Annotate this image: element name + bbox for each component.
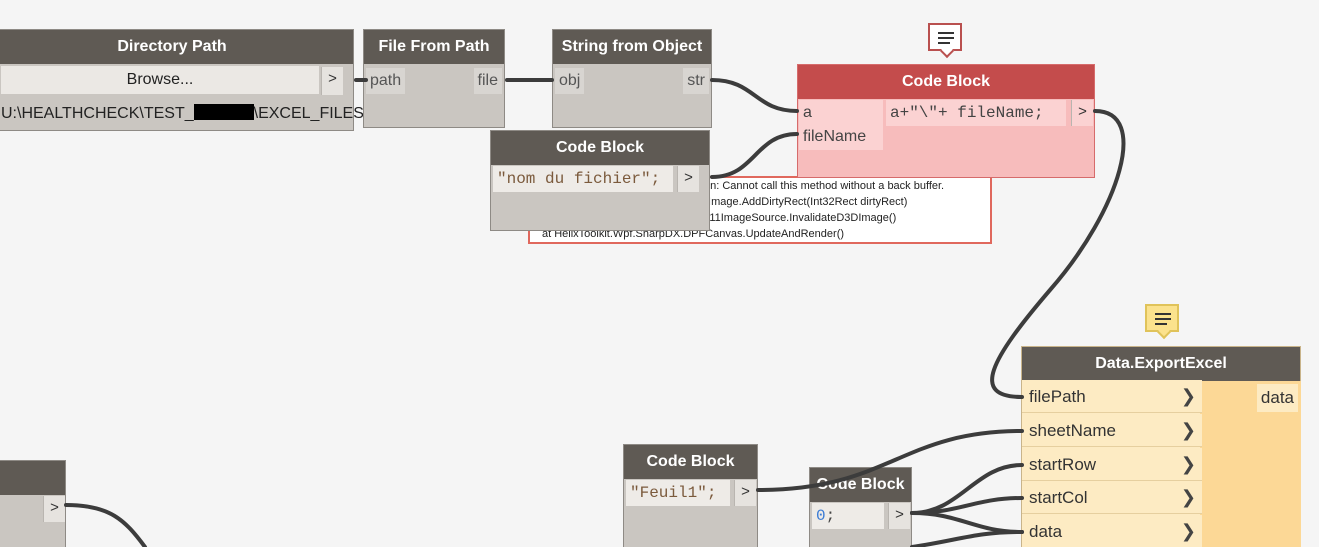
wire-nomfichier-to-filename	[710, 132, 799, 179]
data-label: data	[1029, 522, 1063, 541]
startcol-label: startCol	[1029, 488, 1088, 507]
error-line-3: X11ImageSource.InvalidateD3DImage()	[702, 212, 897, 224]
filename-input-port[interactable]: fileName	[799, 124, 883, 150]
wire-zero-to-startrow	[910, 463, 1024, 515]
wire-str-to-a	[710, 78, 799, 113]
filepath-chevron-icon: ❯	[1180, 386, 1196, 406]
string-from-object-node[interactable]: String from Object obj str	[552, 29, 712, 128]
sheetname-input-port[interactable]: sheetName ❯	[1022, 414, 1202, 447]
error-line-1: on: Cannot call this method without a ba…	[704, 180, 945, 192]
directory-path-output-port[interactable]: >	[321, 67, 343, 95]
code-block-error-code[interactable]: a+"\"+ fileName;	[886, 100, 1066, 126]
sheetname-chevron-icon: ❯	[1180, 420, 1196, 440]
number-literal: 0	[816, 507, 826, 525]
code-block-zero-title[interactable]: Code Block	[810, 468, 911, 502]
wire-zero-to-startcol	[910, 496, 1024, 515]
error-line-4: at HelixToolkit.Wpf.SharpDX.DPFCanvas.Up…	[542, 228, 845, 240]
startcol-input-port[interactable]: startCol ❯	[1022, 481, 1202, 514]
comment-bubble-icon[interactable]	[928, 23, 962, 59]
data-output-port[interactable]: data	[1256, 384, 1298, 412]
code-block-filename-node[interactable]: Code Block "nom du fichier"; >	[490, 130, 710, 231]
startcol-chevron-icon: ❯	[1180, 487, 1196, 507]
browse-button[interactable]: Browse...	[1, 66, 319, 94]
partial-left-output-port[interactable]: >	[43, 496, 65, 522]
code-block-filename-title[interactable]: Code Block	[491, 131, 709, 165]
file-output-port[interactable]: file	[473, 68, 502, 94]
path-input-port[interactable]: path	[366, 68, 406, 94]
startrow-label: startRow	[1029, 455, 1097, 474]
str-output-port[interactable]: str	[683, 68, 709, 94]
data-input-port[interactable]: data ❯	[1022, 515, 1202, 547]
partial-left-node-header[interactable]	[0, 461, 65, 495]
startrow-chevron-icon: ❯	[1180, 454, 1196, 474]
redacted-block	[193, 104, 254, 120]
code-block-error-node[interactable]: Code Block a fileName a+"\"+ fileName; >	[797, 64, 1095, 178]
code-block-sheet-node[interactable]: Code Block "Feuil1"; >	[623, 444, 758, 547]
sheetname-label: sheetName	[1029, 421, 1116, 440]
string-from-object-title[interactable]: String from Object	[553, 30, 711, 64]
code-block-filename-code[interactable]: "nom du fichier";	[493, 166, 673, 192]
directory-path-node[interactable]: Directory Path Browse... > U:\HEALTHCHEC…	[0, 29, 364, 131]
wire-left-partial-out	[64, 503, 147, 547]
code-block-zero-code[interactable]: 0;	[812, 503, 884, 529]
data-export-excel-title[interactable]: Data.ExportExcel	[1022, 347, 1300, 381]
filepath-label: filePath	[1029, 387, 1086, 406]
directory-path-prefix: U:\HEALTHCHECK\TEST_	[1, 105, 194, 122]
directory-path-suffix: \EXCEL_FILES	[253, 105, 364, 122]
code-block-sheet-title[interactable]: Code Block	[624, 445, 757, 479]
startrow-input-port[interactable]: startRow ❯	[1022, 448, 1202, 481]
file-from-path-title[interactable]: File From Path	[364, 30, 504, 64]
obj-input-port[interactable]: obj	[555, 68, 585, 94]
partial-left-node[interactable]: >	[0, 460, 66, 547]
wire-zero-to-data	[910, 511, 1024, 534]
directory-path-value: U:\HEALTHCHECK\TEST_ \EXCEL_FILES	[1, 100, 364, 128]
a-input-port[interactable]: a	[799, 100, 883, 126]
error-line-2: 3DImage.AddDirtyRect(Int32Rect dirtyRect…	[694, 196, 908, 208]
code-block-error-output-port[interactable]: >	[1071, 100, 1093, 126]
warning-note-icon[interactable]	[1145, 304, 1179, 340]
code-block-filename-output-port[interactable]: >	[677, 166, 699, 192]
code-block-sheet-code[interactable]: "Feuil1";	[626, 480, 730, 506]
code-block-zero-output-port[interactable]: >	[888, 503, 910, 529]
code-block-sheet-output-port[interactable]: >	[734, 480, 756, 506]
filepath-input-port[interactable]: filePath ❯	[1022, 380, 1202, 413]
wire-offscreen-to-data	[910, 530, 1024, 547]
code-block-error-title[interactable]: Code Block	[798, 65, 1094, 99]
file-from-path-node[interactable]: File From Path path file	[363, 29, 505, 128]
data-chevron-icon: ❯	[1180, 521, 1196, 541]
code-block-zero-node[interactable]: Code Block 0; >	[809, 467, 912, 547]
directory-path-title[interactable]: Directory Path	[0, 30, 353, 64]
semicolon: ;	[825, 507, 836, 525]
